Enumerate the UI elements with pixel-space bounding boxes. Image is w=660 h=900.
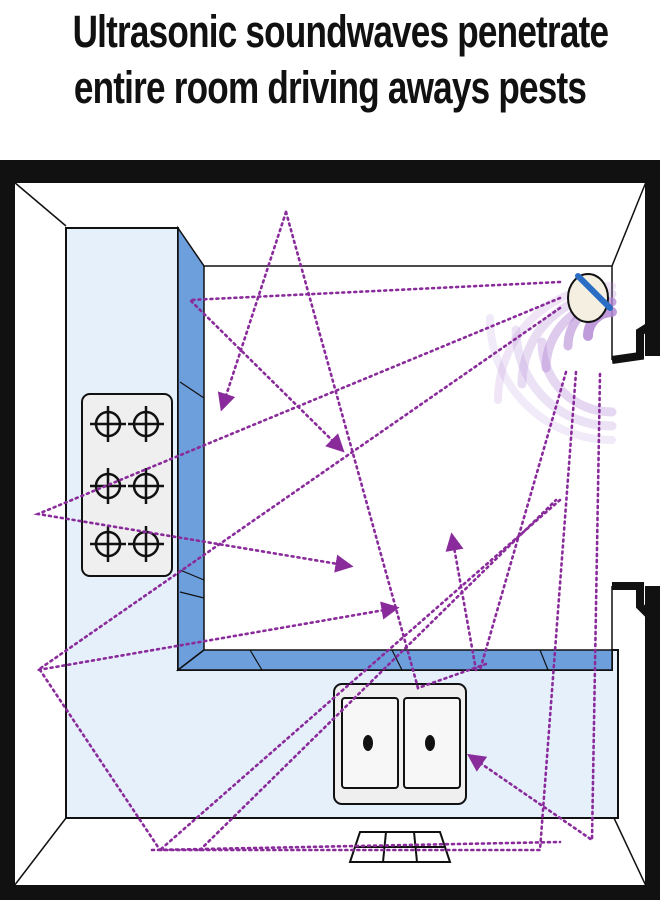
door-opening-upper — [640, 356, 660, 586]
counter-divider — [179, 381, 205, 399]
counter-divider — [539, 649, 549, 671]
headline-line-2: entire room driving aways pests — [73, 62, 587, 113]
counter-divider — [179, 591, 205, 599]
door-jamb-bottom — [612, 582, 660, 631]
corner-line-bottom-right — [613, 817, 647, 887]
room-illustration — [0, 160, 660, 900]
counter-divider — [391, 649, 403, 671]
sound-path-arrow — [150, 840, 562, 852]
corner-line-top-left — [13, 181, 67, 227]
sound-path-arrow — [198, 498, 558, 852]
sound-path-arrow — [38, 370, 578, 852]
counter-divider — [179, 569, 205, 581]
sound-path-arrow — [445, 532, 478, 672]
sound-path-arrow — [217, 210, 288, 412]
counter-edge-vertical — [177, 225, 205, 672]
corner-line-bottom-left — [13, 817, 67, 887]
sound-path-arrow — [467, 372, 602, 843]
sound-path-arrow — [284, 210, 488, 690]
sound-path-arrow — [33, 296, 562, 573]
door-jamb-top — [611, 314, 660, 364]
ultrasonic-repeller-icon — [567, 273, 613, 323]
sound-path-arrow — [37, 306, 562, 672]
stove-cooktop-icon — [81, 393, 173, 577]
headline-line-1: Ultrasonic soundwaves penetrate — [72, 6, 609, 57]
sound-path-arrow — [186, 280, 562, 453]
double-sink-icon — [333, 683, 467, 805]
sound-paths — [33, 210, 602, 852]
corner-line-top-right — [611, 181, 647, 267]
headline: Ultrasonic soundwaves penetrate entire r… — [72, 4, 609, 116]
sound-path-arrow — [478, 370, 568, 672]
sound-path-arrow — [158, 498, 562, 852]
floor-vent-icon — [348, 831, 452, 863]
counter-divider — [249, 649, 263, 671]
